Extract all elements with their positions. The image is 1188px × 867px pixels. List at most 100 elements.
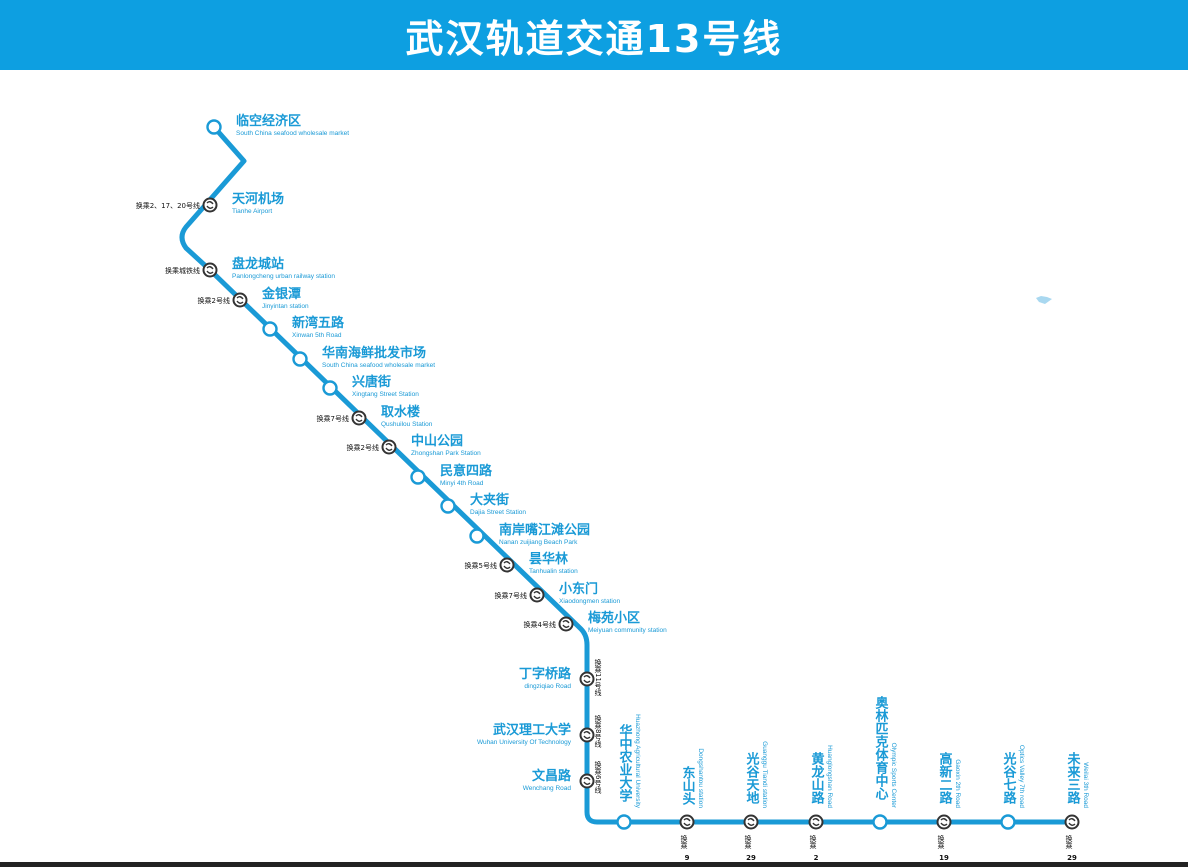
station-english-1: South China seafood wholesale market — [236, 130, 349, 137]
station-marker-6 — [292, 351, 308, 367]
station-english-22: Huanglongshan Road — [826, 745, 833, 808]
station-marker-26 — [1064, 814, 1080, 830]
transfer-number-21: 29 — [746, 854, 756, 862]
station-name-19: 华中农业大学 — [617, 723, 634, 803]
transfer-note-4: 换乘2号线 — [198, 296, 230, 305]
station-marker-5 — [262, 321, 278, 337]
station-marker-16 — [579, 671, 595, 687]
station-english-11: Dajia Street Station — [470, 509, 526, 516]
station-english-26: Weilai 3th Road — [1082, 762, 1089, 808]
transfer-note-22: 换乘 — [809, 834, 817, 850]
station-marker-8 — [351, 410, 367, 426]
station-english-24: Gaoxin 2th Road — [954, 759, 961, 808]
station-marker-10 — [410, 469, 426, 485]
station-marker-13 — [499, 557, 515, 573]
transfer-note-3: 换乘城铁线 — [165, 266, 200, 275]
station-marker-1 — [206, 119, 222, 135]
station-marker-14 — [529, 587, 545, 603]
station-name-5: 新湾五路 — [292, 315, 345, 331]
station-name-15: 梅苑小区 — [588, 610, 640, 626]
station-english-15: Meiyuan community station — [588, 627, 667, 634]
station-name-12: 南岸嘴江滩公园 — [499, 522, 590, 538]
station-marker-15 — [558, 616, 574, 632]
transfer-note-20: 换乘 — [680, 834, 688, 850]
station-english-25: Optics Valley 7th road — [1018, 745, 1025, 808]
station-english-9: Zhongshan Park Station — [411, 450, 481, 457]
station-name-14: 小东门 — [559, 581, 598, 597]
station-english-7: Xingtang Street Station — [352, 391, 419, 398]
transfer-note-17: 换乘8号线 — [594, 714, 602, 747]
station-marker-11 — [440, 498, 456, 514]
station-name-13: 昙华林 — [529, 551, 568, 567]
transfer-number-26: 29 — [1067, 854, 1077, 862]
station-name-6: 华南海鲜批发市场 — [322, 345, 426, 361]
station-name-11: 大夹街 — [470, 492, 509, 508]
station-marker-18 — [579, 773, 595, 789]
station-name-22: 黄龙山路 — [809, 751, 825, 804]
transfer-number-24: 19 — [939, 854, 949, 862]
station-name-2: 天河机场 — [232, 191, 284, 207]
station-english-8: Qushuilou Station — [381, 421, 433, 428]
station-name-8: 取水楼 — [381, 404, 420, 420]
station-marker-22 — [808, 814, 824, 830]
transfer-note-13: 换乘5号线 — [465, 561, 497, 570]
station-marker-7 — [322, 380, 338, 396]
transfer-number-22: 2 — [814, 854, 819, 862]
station-english-16: dingziqiao Road — [524, 683, 571, 690]
station-english-17: Wuhan University Of Technology — [477, 739, 572, 746]
transfer-note-18: 换乘6号线 — [594, 760, 602, 793]
station-english-12: Nanan zuijiang Beach Park — [499, 539, 578, 546]
station-name-25: 光谷七路 — [1001, 751, 1018, 804]
station-marker-9 — [381, 439, 397, 455]
station-english-4: Jinyintan station — [262, 303, 309, 310]
station-name-21: 光谷天地 — [744, 751, 761, 805]
station-english-23: Olympic Sports Center — [890, 743, 897, 809]
station-english-6: South China seafood wholesale market — [322, 362, 435, 369]
station-name-18: 文昌路 — [532, 768, 572, 784]
station-name-1: 临空经济区 — [236, 113, 301, 129]
transfer-note-21: 换乘 — [744, 834, 752, 850]
station-name-9: 中山公园 — [411, 433, 463, 449]
transfer-note-14: 换乘7号线 — [495, 591, 527, 600]
line-13-route — [179, 124, 1078, 825]
station-name-10: 民意四路 — [440, 463, 493, 479]
station-english-18: Wenchang Road — [523, 785, 572, 792]
station-marker-12 — [469, 528, 485, 544]
station-name-23: 奥林匹克体育中心 — [873, 695, 889, 801]
station-english-19: Huazhong Agricultural University — [634, 714, 641, 809]
title-banner: 武汉轨道交通13号线 — [0, 0, 1188, 70]
transfer-note-16: 换乘11号线 — [594, 658, 602, 696]
transfer-note-8: 换乘7号线 — [317, 414, 349, 423]
transfer-note-9: 换乘2号线 — [347, 443, 379, 452]
station-name-3: 盘龙城站 — [232, 256, 284, 272]
bottom-bar — [0, 862, 1188, 867]
station-name-17: 武汉理工大学 — [493, 722, 571, 738]
station-marker-21 — [743, 814, 759, 830]
station-marker-20 — [679, 814, 695, 830]
station-english-20: Dongshantou station — [697, 748, 704, 808]
station-english-3: Panlongcheng urban railway station — [232, 273, 335, 280]
station-marker-23 — [872, 814, 888, 830]
station-english-5: Xinwan 5th Road — [292, 332, 342, 339]
map-mark — [1036, 296, 1052, 304]
station-name-4: 金银潭 — [261, 286, 301, 302]
station-english-2: Tianhe Airport — [232, 208, 272, 215]
station-marker-19 — [616, 814, 632, 830]
station-marker-17 — [579, 727, 595, 743]
station-english-13: Tanhualin station — [529, 568, 578, 575]
transfer-number-20: 9 — [685, 854, 690, 862]
station-marker-25 — [1000, 814, 1016, 830]
transfer-note-15: 换乘4号线 — [524, 620, 556, 629]
station-name-24: 高新二路 — [937, 751, 953, 804]
station-english-21: Guanggu Tiandi station — [761, 741, 768, 808]
station-marker-2 — [202, 197, 218, 213]
page-title: 武汉轨道交通13号线 — [405, 16, 783, 61]
station-name-7: 兴唐街 — [352, 374, 391, 390]
station-name-20: 东山头 — [680, 765, 696, 806]
transfer-note-24: 换乘 — [937, 834, 945, 850]
transfer-note-26: 换乘 — [1065, 834, 1073, 850]
station-marker-24 — [936, 814, 952, 830]
station-marker-4 — [232, 292, 248, 308]
station-english-14: Xiaodongmen station — [559, 598, 620, 605]
